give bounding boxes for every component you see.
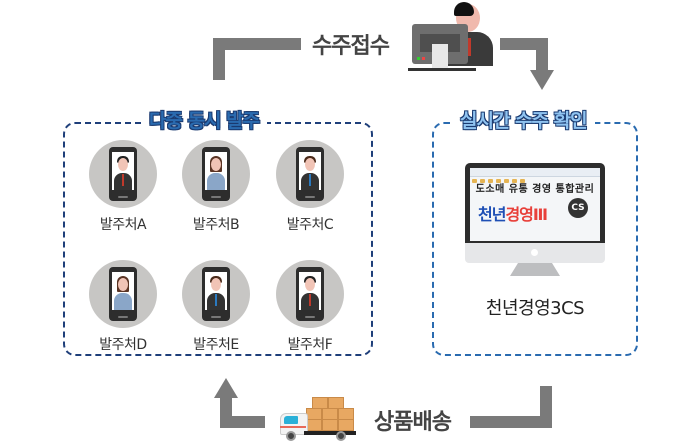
order-source-label: 발주처F (287, 337, 333, 353)
flow-arrow-top-left-horizontal (213, 38, 301, 50)
product-name: 천년경영3CS (485, 298, 585, 319)
phone-avatar-icon (182, 140, 250, 208)
phone-avatar-icon (89, 140, 157, 208)
brand-part-2: 경영Ⅲ (505, 205, 548, 224)
flow-arrow-bottom-left-horizontal (220, 416, 265, 428)
flow-arrow-bottom-right-horizontal (470, 416, 552, 428)
phone-avatar-icon (89, 260, 157, 328)
order-source-node: 발주처F (265, 260, 355, 354)
delivery-truck-icon (278, 393, 368, 441)
software-brand: 천년경영Ⅲ (478, 201, 548, 225)
monitor-icon: 도소매 유통 경영 통합관리 천년경영Ⅲ CS (465, 163, 605, 276)
order-source-node: 발주처B (171, 140, 261, 234)
realtime-order-panel-title: 실시간 수주 확인 (452, 106, 595, 133)
brand-part-1: 천년 (478, 205, 506, 224)
order-source-label: 발주처C (286, 217, 334, 233)
delivery-label: 상품배송 (374, 410, 452, 435)
multi-order-panel-title: 다중 동시 발주 (141, 106, 268, 133)
phone-avatar-icon (182, 260, 250, 328)
order-receipt-label: 수주접수 (312, 34, 390, 59)
phone-avatar-icon (276, 260, 344, 328)
flow-arrow-top-right-vertical (536, 38, 548, 70)
order-source-node: 발주처D (78, 260, 168, 354)
arrow-up-icon (214, 378, 238, 398)
cs-badge: CS (568, 198, 588, 218)
flow-arrow-bottom-right-vertical (540, 386, 552, 428)
software-tagline: 도소매 유통 경영 통합관리 (475, 184, 595, 195)
order-source-label: 발주처E (193, 337, 239, 353)
phone-avatar-icon (276, 140, 344, 208)
order-source-label: 발주처B (192, 217, 240, 233)
order-source-label: 발주처A (99, 217, 147, 233)
arrow-down-icon (530, 70, 554, 90)
order-source-node: 발주처A (78, 140, 168, 234)
order-source-node: 발주처C (265, 140, 355, 234)
order-source-label: 발주처D (99, 337, 147, 353)
order-source-node: 발주처E (171, 260, 261, 354)
software-screen: 도소매 유통 경영 통합관리 천년경영Ⅲ CS (470, 168, 600, 241)
operator-at-computer-icon (408, 2, 493, 72)
